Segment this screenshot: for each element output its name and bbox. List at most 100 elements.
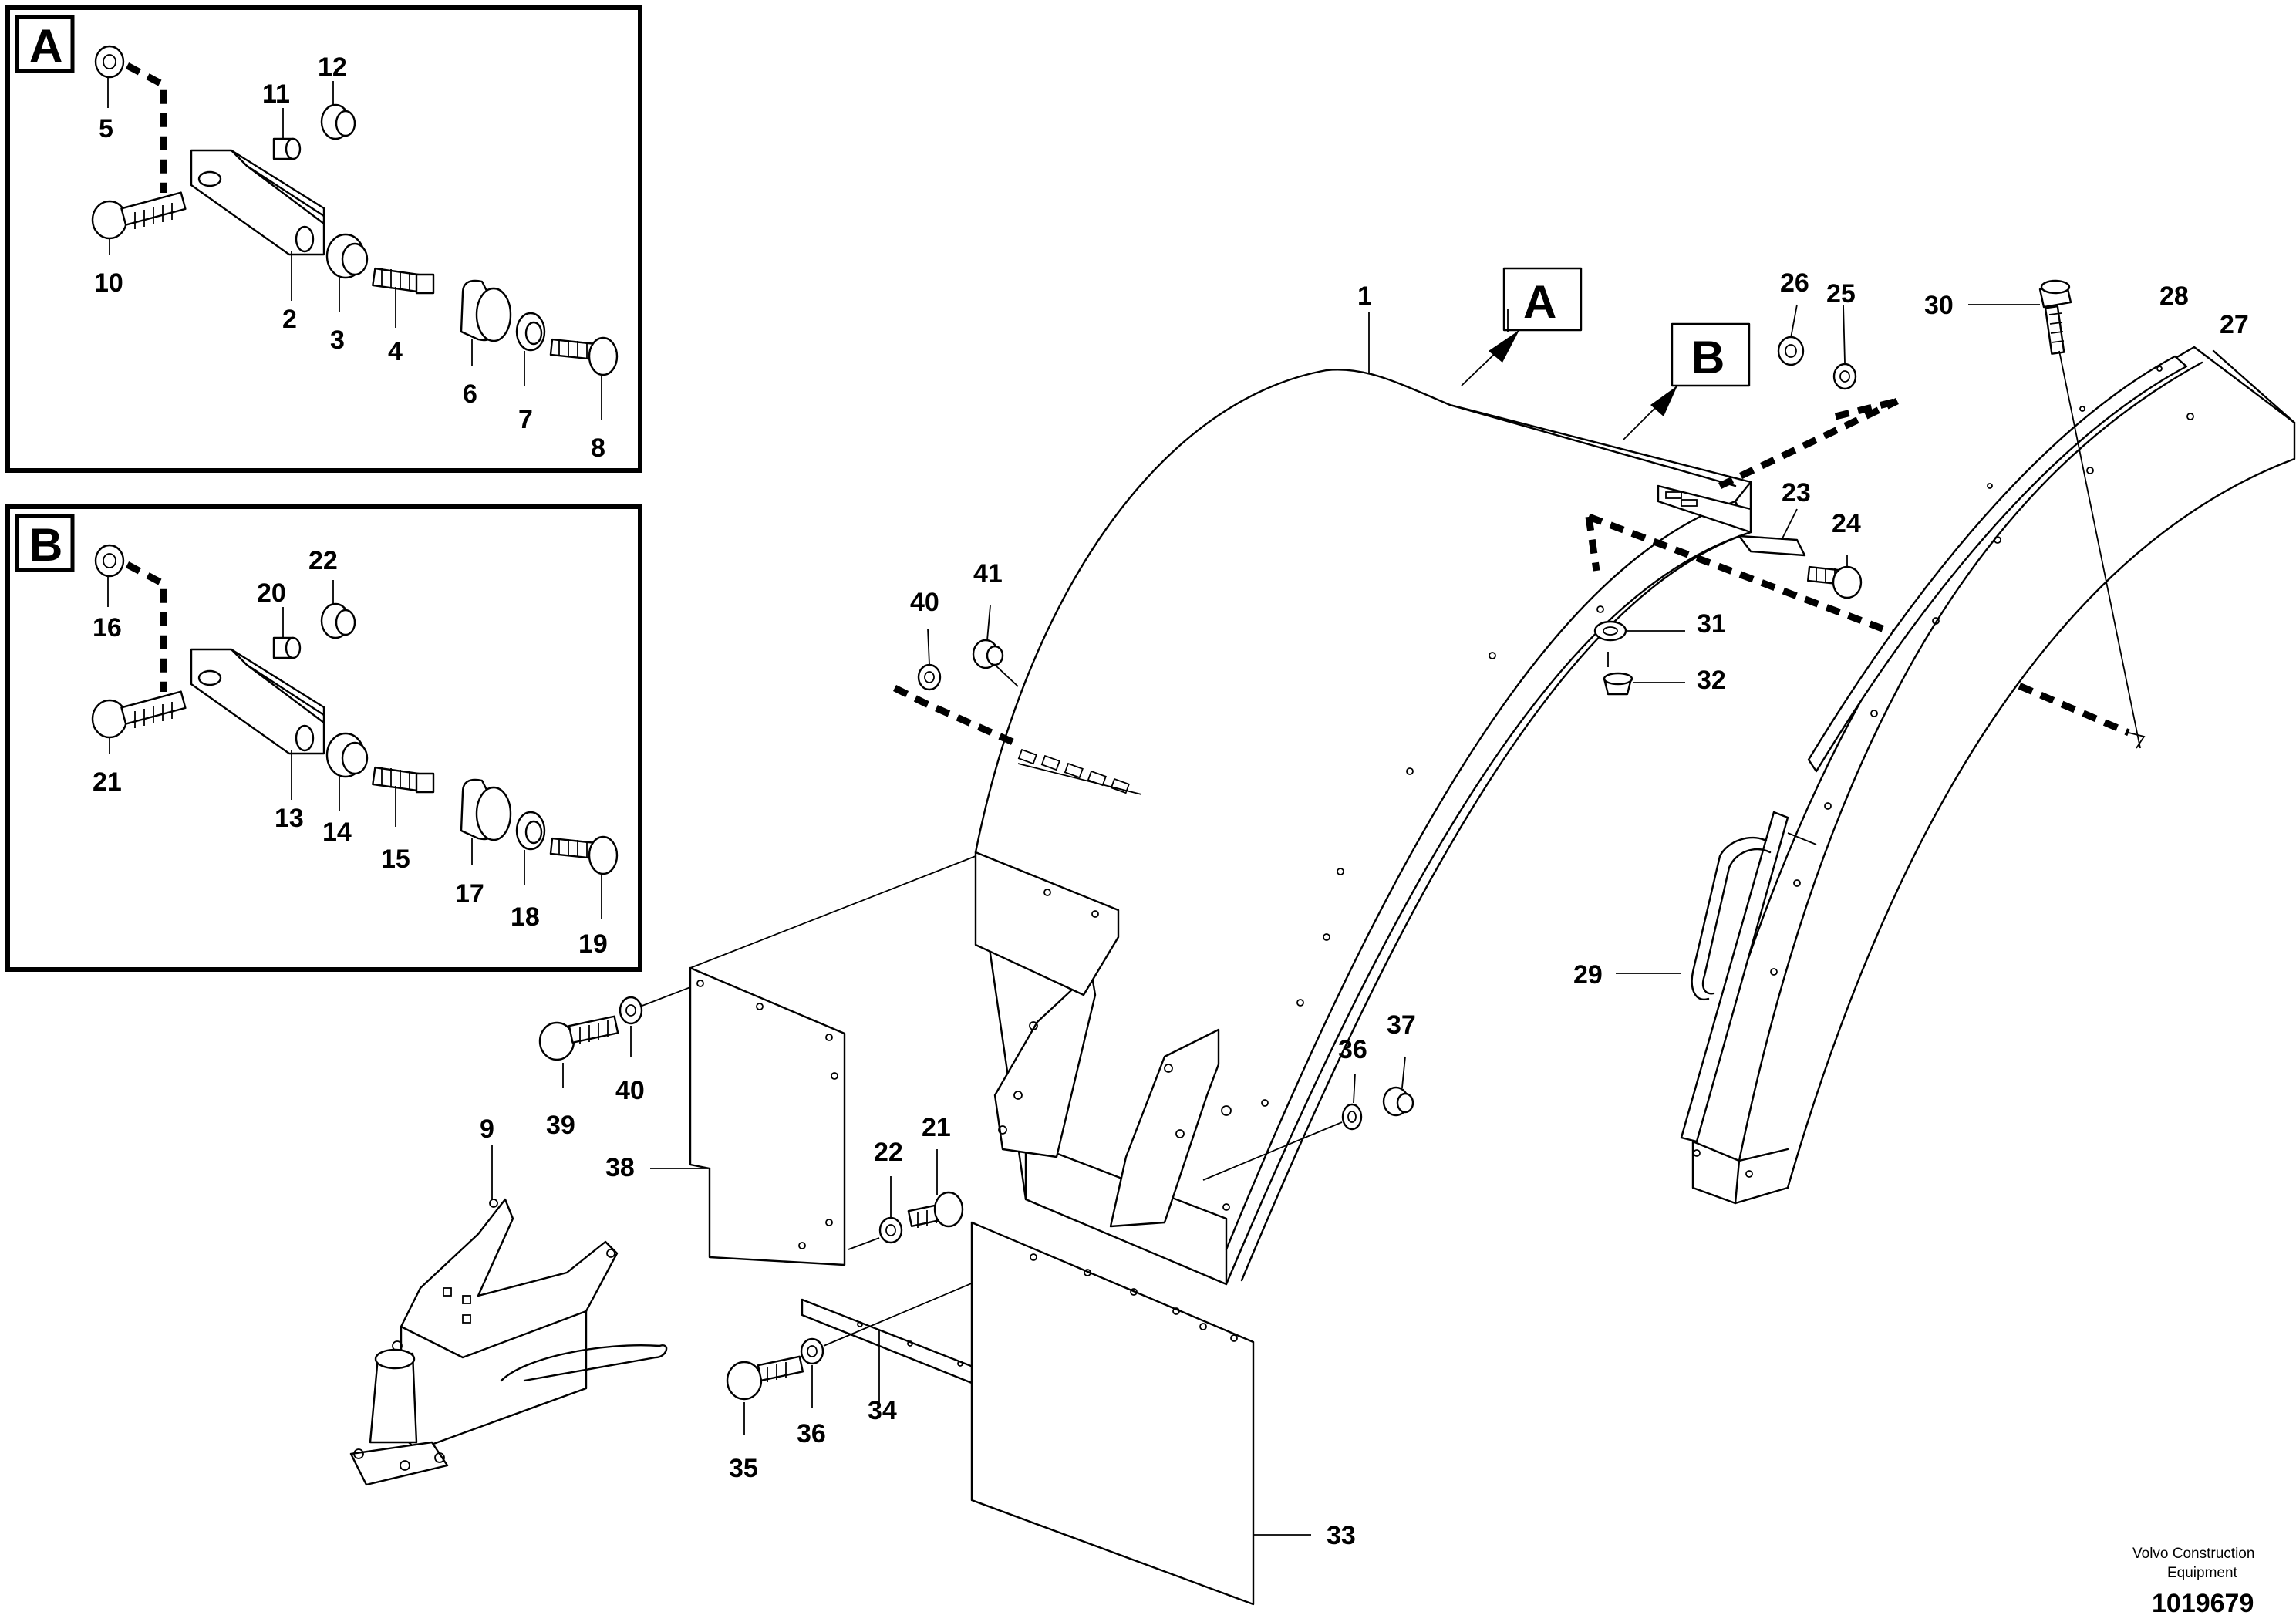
- label-25: 25: [1826, 279, 1856, 309]
- front-plate: [974, 748, 1142, 996]
- label-35: 35: [729, 1454, 758, 1483]
- bolt-part-39: [538, 1015, 619, 1061]
- label-29: 29: [1573, 960, 1603, 990]
- washer-part-36-lower: [800, 1337, 824, 1365]
- label-12: 12: [318, 52, 347, 82]
- label-37: 37: [1387, 1010, 1416, 1040]
- handle-part-29: [1680, 811, 1817, 1143]
- bracket-part-13: [190, 648, 325, 755]
- fender-extension-part-27: [1691, 346, 2296, 1205]
- inset-b: B: [5, 504, 642, 972]
- label-6: 6: [463, 379, 477, 409]
- label-41: 41: [973, 559, 1003, 588]
- nut-part-22: [320, 602, 356, 639]
- label-11: 11: [262, 79, 290, 109]
- label-7: 7: [518, 405, 533, 434]
- label-8: 8: [591, 433, 605, 463]
- label-33: 33: [1327, 1521, 1356, 1550]
- nut-part-41: [972, 639, 1004, 669]
- company-name-line1: Volvo Construction: [2132, 1546, 2254, 1562]
- bracket-part-2: [190, 149, 325, 256]
- label-20: 20: [257, 578, 286, 608]
- callout-b-letter: B: [1691, 332, 1725, 383]
- label-40-upper: 40: [910, 588, 939, 617]
- label-10: 10: [94, 268, 123, 298]
- bolt-part-10: [91, 191, 187, 240]
- label-9: 9: [480, 1114, 494, 1144]
- label-40-lower: 40: [615, 1076, 645, 1105]
- label-27: 27: [2220, 310, 2249, 339]
- washer-part-36-right: [1341, 1103, 1363, 1131]
- washer-part-14: [325, 732, 369, 778]
- nut-part-12: [320, 103, 356, 140]
- inset-b-letter: B: [29, 519, 62, 571]
- company-name-line2: Equipment: [2167, 1565, 2238, 1581]
- washer-part-31: [1593, 620, 1627, 642]
- washer-part-40-lower: [619, 996, 643, 1025]
- bolt-part-24: [1806, 565, 1863, 599]
- callout-b: B: [1623, 322, 1751, 440]
- washer-part-5: [94, 45, 125, 79]
- nut-part-37: [1382, 1086, 1414, 1117]
- label-34: 34: [868, 1396, 897, 1425]
- washer-part-7: [515, 312, 546, 352]
- label-21: 21: [93, 767, 122, 797]
- bolt-part-35: [726, 1355, 804, 1401]
- label-23: 23: [1782, 478, 1811, 508]
- washer-part-22-lower: [878, 1216, 903, 1244]
- label-39: 39: [546, 1111, 575, 1140]
- bolt-part-30: [2038, 279, 2072, 355]
- bolt-part-8: [549, 336, 619, 376]
- label-28: 28: [2159, 282, 2189, 311]
- label-18: 18: [511, 902, 540, 932]
- label-31: 31: [1697, 609, 1726, 639]
- washer-part-26: [1777, 336, 1805, 366]
- trim-strip-part-28: [1807, 355, 2188, 773]
- spacer-part-20: [272, 636, 302, 659]
- label-16: 16: [93, 613, 122, 642]
- label-17: 17: [455, 879, 484, 909]
- bolt-part-19: [549, 835, 619, 875]
- label-22: 22: [308, 546, 338, 575]
- washer-part-40-upper: [917, 663, 942, 691]
- label-19: 19: [578, 929, 608, 959]
- label-36-right: 36: [1338, 1035, 1367, 1064]
- label-1: 1: [1357, 282, 1372, 311]
- label-32: 32: [1697, 666, 1726, 695]
- washer-part-16: [94, 544, 125, 578]
- washer-part-25: [1832, 363, 1857, 390]
- label-36-lower: 36: [797, 1419, 826, 1448]
- bolt-part-21: [91, 690, 187, 739]
- washer-part-3: [325, 233, 369, 279]
- label-15: 15: [381, 845, 410, 874]
- label-30: 30: [1924, 291, 1954, 320]
- label-38: 38: [605, 1153, 635, 1182]
- washer-part-18: [515, 811, 546, 851]
- label-4: 4: [388, 337, 403, 366]
- label-5: 5: [99, 114, 113, 143]
- stud-part-15: [372, 766, 435, 794]
- fender-main-part-1: [974, 369, 1752, 1286]
- rubber-mount-part-6: [460, 279, 512, 342]
- label-22-lower: 22: [874, 1138, 903, 1167]
- callout-a-letter: A: [1523, 276, 1556, 328]
- label-13: 13: [275, 804, 304, 833]
- inset-a-letter-box: [15, 15, 75, 73]
- inset-a-letter: A: [29, 20, 62, 72]
- label-3: 3: [330, 325, 345, 355]
- mud-flap-part-33: [970, 1221, 1255, 1606]
- rim-holes: [1222, 605, 1604, 1211]
- bolt-part-21-lower: [907, 1191, 964, 1228]
- callout-a: A: [1461, 267, 1583, 386]
- plate-part-38: [689, 966, 846, 1266]
- label-26: 26: [1780, 268, 1809, 298]
- inset-b-letter-box: [15, 514, 75, 572]
- stud-part-4: [372, 267, 435, 295]
- label-14: 14: [322, 818, 352, 847]
- label-21-lower: 21: [922, 1113, 951, 1142]
- inset-a: A: [5, 5, 642, 473]
- label-24: 24: [1832, 509, 1861, 538]
- label-2: 2: [282, 305, 297, 334]
- nut-part-32: [1603, 672, 1633, 696]
